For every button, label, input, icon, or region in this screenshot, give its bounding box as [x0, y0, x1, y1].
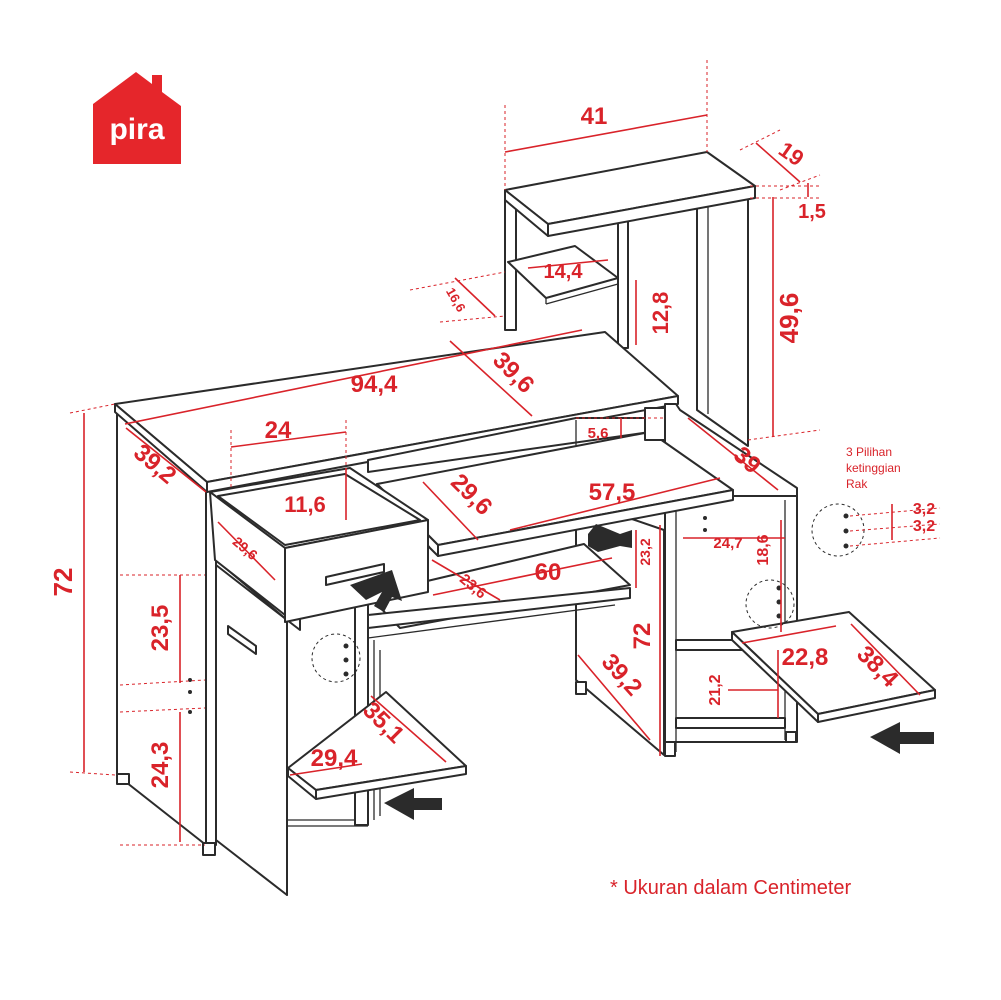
- dim-hutch-height: 49,6: [774, 293, 804, 344]
- dim-hutch-depth: 19: [774, 137, 808, 172]
- dim-hole-spacing-1: 3,2: [913, 501, 935, 518]
- dim-hutch-shelf-width: 14,4: [544, 261, 584, 283]
- height-options-note-line3: Rak: [846, 477, 868, 491]
- dim-center-height: 72: [629, 623, 656, 650]
- dim-hutch-width: 41: [581, 103, 608, 130]
- dim-right-shelf-gap: 21,2: [707, 674, 724, 705]
- lower-tray-front: [367, 587, 631, 629]
- house-logo-icon: [93, 72, 181, 164]
- dim-desk-width: 94,4: [351, 371, 398, 398]
- hutch-side-panel: [696, 195, 749, 447]
- pull-arrow-drawer-icon: [350, 570, 402, 612]
- dim-total-height-left: 72: [48, 568, 78, 597]
- dim-cabinet-upper-height: 23,5: [147, 605, 174, 652]
- desk-top-side: [114, 403, 208, 493]
- dim-right-inner-width: 24,7: [713, 535, 742, 552]
- notes: 3 Pilihan ketinggian Rak * Ukuran dalam …: [610, 445, 901, 899]
- dim-right-inner-height: 18,6: [755, 534, 772, 565]
- pull-arrow-left-shelf-icon: [384, 788, 442, 820]
- dim-lower-tray-width: 60: [535, 559, 562, 586]
- shelf-pin-detail-right: [745, 579, 795, 629]
- hutch-top-front: [547, 185, 756, 237]
- drawer-box: [217, 473, 421, 546]
- dim-cabinet-lower-height: 24,3: [147, 742, 174, 789]
- keyboard-rail: [644, 407, 666, 441]
- dim-left-shelf-width: 29,4: [311, 745, 358, 772]
- right-bottom-shelf: [675, 717, 786, 729]
- dim-hutch-shelf-height: 12,8: [648, 292, 673, 335]
- dim-keyboard-width: 57,5: [589, 479, 636, 506]
- hutch-divider: [617, 219, 629, 349]
- right-shelf-side: [731, 631, 819, 723]
- dim-drawer-height: 11,6: [284, 492, 326, 517]
- left-shelf-side: [287, 767, 317, 800]
- logo-text: pira: [109, 113, 164, 146]
- dim-leg-gap: 23,2: [637, 538, 653, 565]
- dim-hutch-top-thickness: 1,5: [798, 201, 826, 223]
- pull-arrow-keyboard-icon: [588, 524, 632, 552]
- dim-hole-spacing-2: 3,2: [913, 518, 935, 535]
- pull-arrow-right-shelf-icon: [870, 722, 934, 754]
- shelf-pin-detail-left: [311, 633, 361, 683]
- height-options-note-line2: ketinggian: [846, 461, 901, 475]
- drawer-handle[interactable]: [325, 563, 385, 586]
- hutch-small-shelf: [507, 245, 619, 299]
- height-options-note-line1: 3 Pilihan: [846, 445, 892, 459]
- cabinet-door: [215, 564, 288, 896]
- desk-drawing: [114, 151, 936, 896]
- dim-drawer-width: 24: [265, 417, 292, 444]
- dim-hutch-offset: 16,6: [443, 285, 469, 314]
- door-handle[interactable]: [227, 625, 257, 655]
- dim-right-shelf-width: 22,8: [782, 644, 829, 671]
- pira-logo: pira: [93, 72, 181, 164]
- dim-keyboard-gap: 5,6: [588, 425, 609, 442]
- dimension-lines: [69, 60, 941, 846]
- unit-note: * Ukuran dalam Centimeter: [610, 877, 852, 899]
- shelf-pin-detail-right-zoom: [811, 503, 865, 557]
